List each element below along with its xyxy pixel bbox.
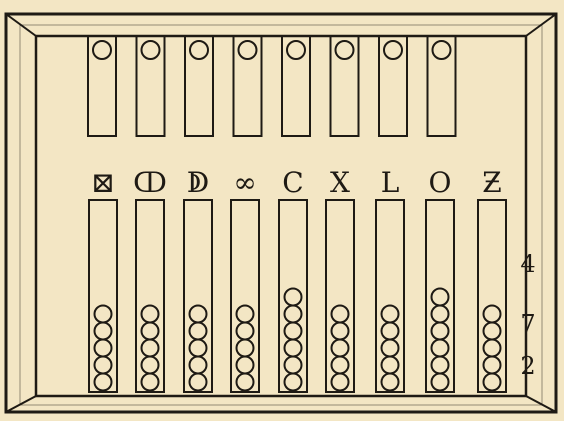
side-numeral: 4	[520, 250, 535, 278]
column-symbol: Ƶ	[482, 166, 501, 199]
column-symbol: ↀ	[133, 166, 167, 199]
column-symbol: X	[330, 166, 350, 199]
column-symbol: ∞	[233, 166, 256, 199]
side-numeral: 2	[520, 352, 535, 380]
column-symbol: O	[429, 166, 452, 199]
column-symbol: ↁ	[187, 166, 209, 199]
column-symbol: C	[282, 166, 303, 199]
side-numerals-group: 4 7 2	[520, 250, 535, 380]
column-symbol: ⊠	[91, 166, 114, 199]
side-numeral: 7	[520, 310, 535, 338]
column-symbol: L	[381, 166, 400, 199]
